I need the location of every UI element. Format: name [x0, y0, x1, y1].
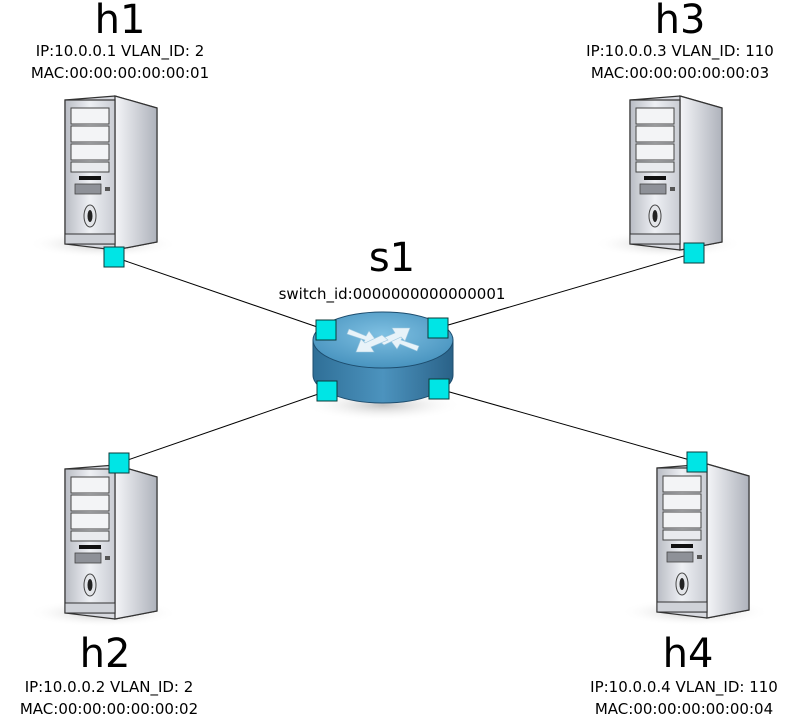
port-s1-2 — [316, 380, 338, 402]
port-h4 — [686, 451, 708, 473]
host-computer-icon-h3 — [592, 95, 744, 259]
switch-name: s1 — [368, 235, 416, 281]
links — [113, 252, 698, 464]
host-name-h3: h3 — [654, 0, 706, 43]
host-name-h2: h2 — [79, 631, 131, 677]
port-h1 — [103, 246, 125, 268]
switch-icon — [303, 311, 463, 421]
host-ip-vlan-h4: IP:10.0.0.4 VLAN_ID: 110 — [590, 678, 778, 696]
host-ip-vlan-h1: IP:10.0.0.1 VLAN_ID: 2 — [35, 42, 205, 60]
link-h1-s1 — [113, 256, 327, 331]
host-computer-icon-h2 — [27, 464, 179, 628]
host-mac-h4: MAC:00:00:00:00:00:04 — [594, 700, 774, 718]
host-mac-h1: MAC:00:00:00:00:00:01 — [30, 64, 210, 82]
host-computer-icon-h4 — [619, 463, 771, 627]
switch-id: switch_id:0000000000000001 — [278, 285, 506, 303]
host-ip-vlan-h3: IP:10.0.0.3 VLAN_ID: 110 — [586, 42, 774, 60]
port-h2 — [108, 452, 130, 474]
host-mac-h2: MAC:00:00:00:00:00:02 — [19, 700, 199, 718]
link-h3-s1 — [437, 252, 695, 329]
host-mac-h3: MAC:00:00:00:00:00:03 — [590, 64, 770, 82]
host-ip-vlan-h2: IP:10.0.0.2 VLAN_ID: 2 — [24, 678, 194, 696]
port-s1-4 — [428, 378, 450, 400]
port-s1-1 — [315, 319, 337, 341]
host-name-h4: h4 — [662, 631, 714, 677]
link-h4-s1 — [438, 388, 698, 463]
host-name-h1: h1 — [94, 0, 146, 43]
host-computer-icon-h1 — [27, 95, 179, 259]
ports — [103, 242, 708, 474]
port-h3 — [683, 242, 705, 264]
port-s1-3 — [427, 317, 449, 339]
link-h2-s1 — [118, 390, 328, 464]
